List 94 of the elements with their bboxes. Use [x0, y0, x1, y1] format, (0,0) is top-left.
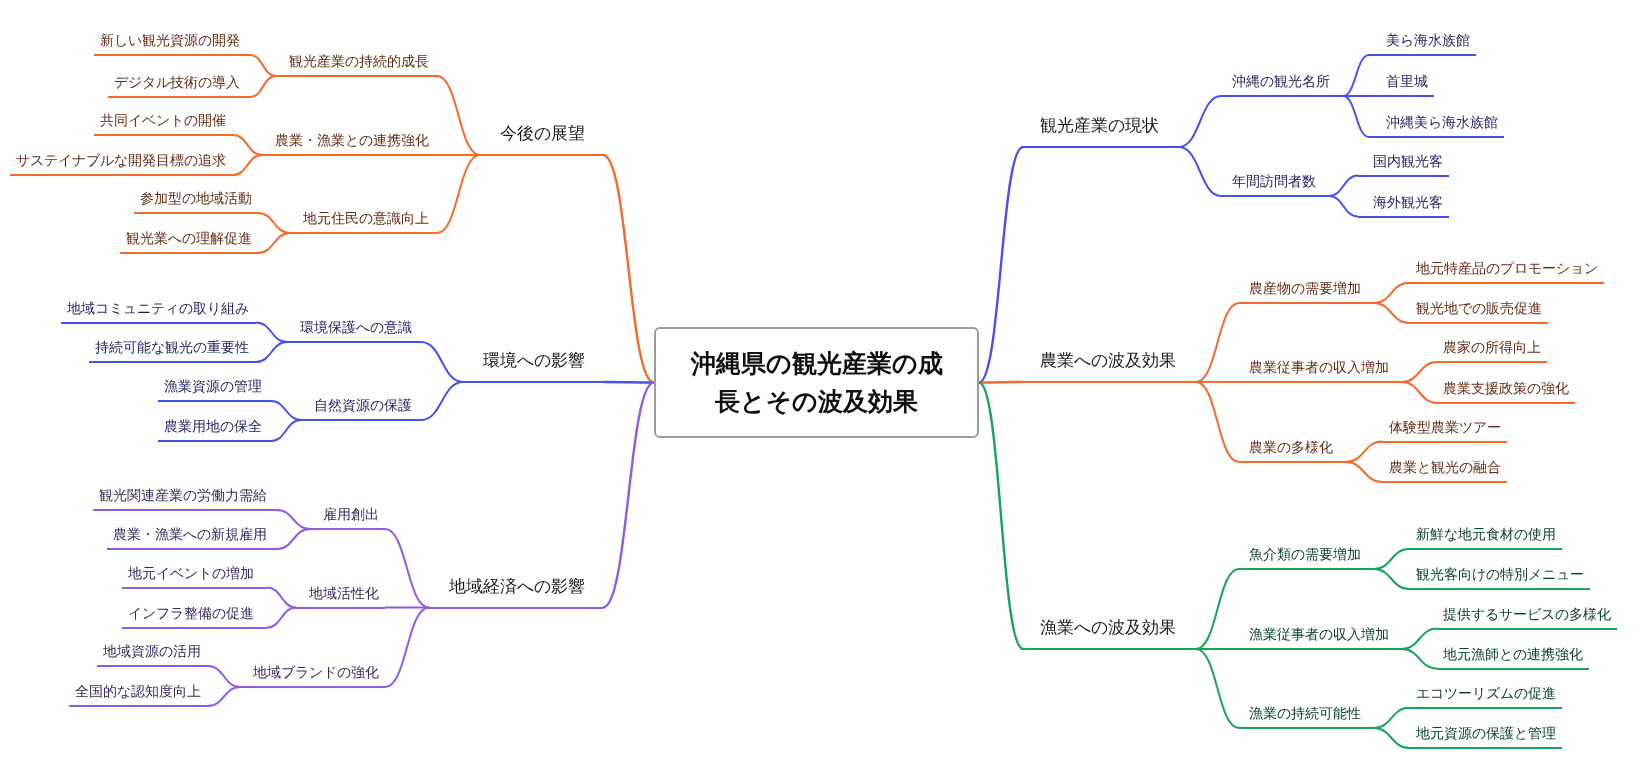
- subtopic: 漁業の持続可能性: [1239, 703, 1374, 729]
- branch-connector: [207, 686, 241, 707]
- detail-topic: 観光業への理解促進: [120, 228, 258, 254]
- subtopic: 漁業従事者の収入増加: [1239, 624, 1402, 650]
- detail-topic: 地元漁師との連携強化: [1437, 643, 1589, 670]
- detail-topic: 漁業資源の管理: [158, 376, 271, 402]
- branch-connector: [1195, 381, 1240, 463]
- branch-connector: [1195, 381, 1240, 383]
- detail-topic: 国内観光客: [1358, 150, 1449, 177]
- subtopic: 自然資源の保護: [301, 395, 421, 421]
- branch-connector: [257, 232, 291, 254]
- detail-topic: 沖縄美ら海水族館: [1369, 112, 1504, 138]
- detail-topic: 農業・漁業への新規雇用: [107, 524, 277, 550]
- detail-topic: 農業用地の保全: [158, 416, 271, 442]
- subtopic: 地域ブランドの強化: [240, 662, 385, 688]
- main-topic: 観光産業の現状: [1023, 112, 1179, 148]
- subtopic: 農産物の需要増加: [1239, 278, 1374, 304]
- branch-connector: [1195, 648, 1240, 650]
- branch-connector: [978, 146, 1024, 384]
- branch-connector: [1178, 146, 1222, 197]
- branch-connector: [978, 381, 1024, 650]
- subtopic: 観光産業の持続的成長: [276, 51, 437, 77]
- main-topic: 環境への影響: [463, 347, 603, 383]
- branch-connector: [602, 154, 655, 384]
- detail-topic: サステイナブルな開発目標の追求: [10, 150, 233, 176]
- branch-connector: [1328, 195, 1359, 218]
- branch-connector: [1401, 381, 1438, 404]
- detail-topic: 美ら海水族館: [1369, 30, 1476, 56]
- branch-connector: [1195, 302, 1240, 383]
- detail-topic: 海外観光客: [1358, 191, 1449, 218]
- detail-topic: 観光客向けの特別メニュー: [1409, 564, 1590, 590]
- main-topic: 地域経済への影響: [429, 572, 603, 609]
- subtopic: 雇用創出: [310, 504, 385, 530]
- detail-topic: 地元資源の保護と管理: [1409, 723, 1562, 749]
- main-topic: 漁業への波及効果: [1023, 614, 1196, 650]
- subtopic: 農業の多様化: [1239, 437, 1346, 463]
- detail-topic: 参加型の地域活動: [134, 188, 258, 214]
- branch-connector: [255, 341, 288, 363]
- detail-topic: 共同イベントの開催: [94, 110, 233, 136]
- detail-topic: 地元特産品のプロモーション: [1409, 257, 1604, 284]
- branch-connector: [1401, 648, 1438, 670]
- detail-topic: 農家の所得向上: [1437, 337, 1547, 363]
- branch-connector: [1373, 302, 1410, 324]
- branch-connector: [603, 380, 654, 384]
- branch-connector: [249, 54, 277, 77]
- detail-topic: 持続可能な観光の重要性: [89, 337, 256, 363]
- detail-topic: 地域コミュニティの取り組み: [61, 297, 256, 324]
- subtopic: 沖縄の観光名所: [1221, 71, 1343, 97]
- branch-connector: [979, 380, 1023, 384]
- branch-connector: [384, 606, 430, 688]
- branch-connector: [1373, 568, 1410, 590]
- branch-connector: [436, 154, 481, 234]
- detail-topic: 地元イベントの増加: [122, 562, 267, 589]
- detail-topic: 農業支援政策の強化: [1437, 378, 1575, 404]
- detail-topic: 地域資源の活用: [97, 641, 208, 667]
- subtopic: 農業・漁業との連携強化: [262, 130, 437, 156]
- subtopic: 年間訪問者数: [1221, 171, 1329, 197]
- branch-connector: [436, 154, 481, 156]
- main-topic: 農業への波及効果: [1023, 347, 1196, 383]
- branch-connector: [602, 381, 655, 609]
- branch-connector: [266, 606, 297, 629]
- subtopic: 地域活性化: [296, 582, 385, 609]
- detail-topic: 体験型農業ツアー: [1382, 416, 1507, 443]
- detail-topic: 観光関連産業の労働力需給: [93, 485, 277, 511]
- detail-topic: 観光地での販売促進: [1409, 298, 1548, 324]
- subtopic: 農業従事者の収入増加: [1239, 357, 1402, 383]
- branch-connector: [1345, 461, 1383, 483]
- branch-connector: [1195, 648, 1240, 729]
- detail-topic: 新しい観光資源の開発: [94, 30, 250, 56]
- branch-connector: [1342, 54, 1370, 97]
- branch-connector: [384, 528, 430, 609]
- detail-topic: 全国的な認知度向上: [69, 681, 208, 707]
- branch-connector: [1342, 95, 1370, 138]
- subtopic: 地元住民の意識向上: [290, 208, 437, 234]
- branch-connector: [232, 154, 263, 176]
- detail-topic: 農業と観光の融合: [1382, 457, 1507, 483]
- branch-connector: [249, 75, 277, 98]
- main-topic: 今後の展望: [480, 120, 603, 156]
- detail-topic: 提供するサービスの多様化: [1437, 603, 1617, 630]
- subtopic: 魚介類の需要増加: [1239, 544, 1374, 570]
- branch-connector: [276, 528, 311, 550]
- detail-topic: インフラ整備の促進: [122, 602, 267, 629]
- subtopic: 環境保護への意識: [287, 317, 421, 343]
- branch-connector: [436, 75, 481, 156]
- detail-topic: エコツーリズムの促進: [1409, 682, 1562, 709]
- detail-topic: 首里城: [1369, 71, 1434, 97]
- branch-connector: [1195, 568, 1240, 650]
- branch-connector: [270, 419, 302, 442]
- detail-topic: デジタル技術の導入: [108, 72, 250, 98]
- branch-connector: [1373, 727, 1410, 749]
- branch-connector: [420, 381, 464, 421]
- branch-connector: [266, 586, 297, 609]
- central-topic: 沖縄県の観光産業の成長とその波及効果: [654, 327, 979, 438]
- detail-topic: 新鮮な地元食材の使用: [1409, 524, 1562, 550]
